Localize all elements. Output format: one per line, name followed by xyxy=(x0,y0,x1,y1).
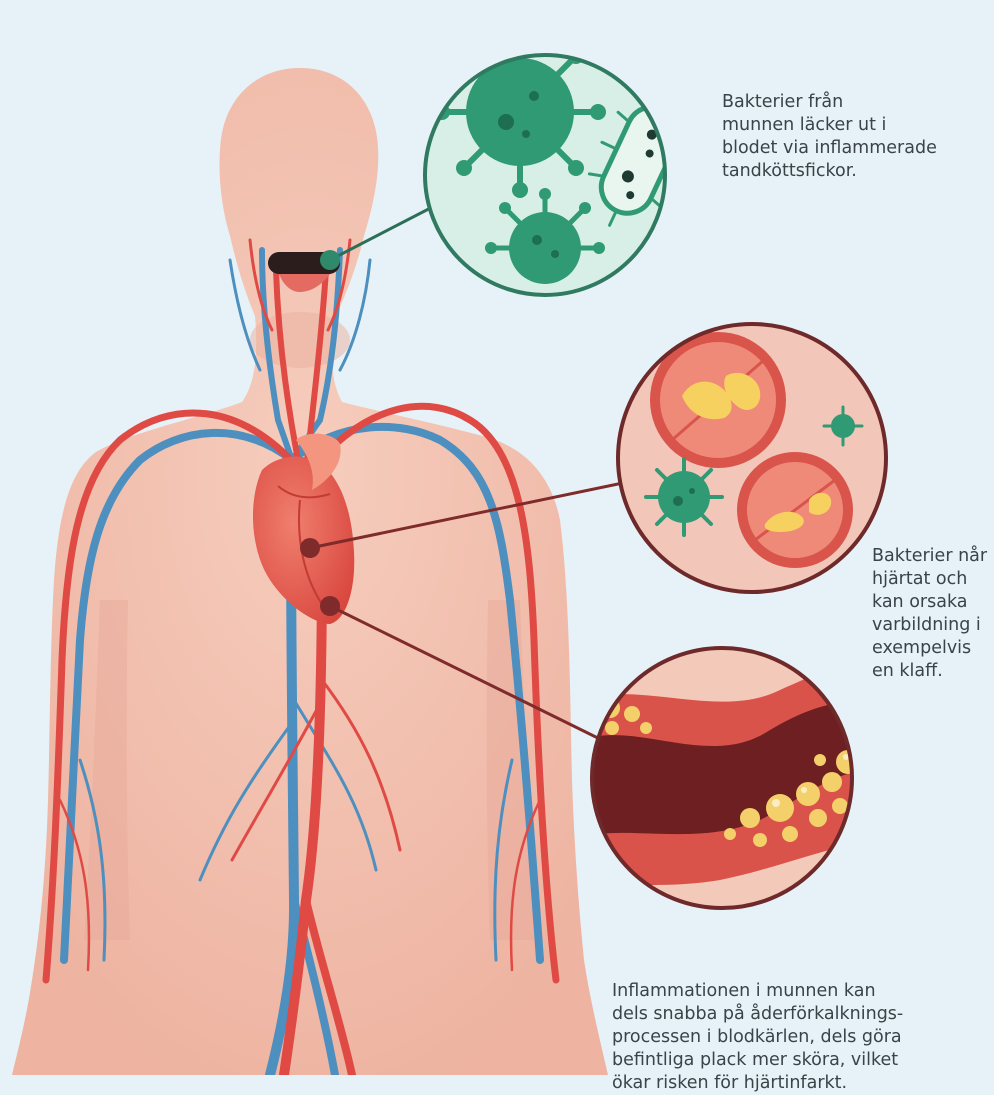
caption-line: befintliga plack mer sköra, vilket xyxy=(612,1049,903,1072)
caption-line: Bakterier når xyxy=(872,545,987,568)
mouth-bacteria-caption: Bakterier från munnen läcker ut i blodet… xyxy=(722,91,937,183)
caption-line: kan orsaka xyxy=(872,591,987,614)
blood-vessel-zoom-circle xyxy=(580,648,870,908)
plaque-inflammation-caption: Inflammationen i munnen kan dels snabba … xyxy=(612,980,903,1095)
caption-line: tandköttsfickor. xyxy=(722,160,937,183)
caption-line: blodet via inflammerade xyxy=(722,137,937,160)
caption-line: en klaff. xyxy=(872,660,987,683)
caption-line: varbildning i xyxy=(872,614,987,637)
bacteria-zoom-circle xyxy=(425,26,702,295)
caption-line: hjärtat och xyxy=(872,568,987,591)
vessel-pointer-dot xyxy=(320,596,340,616)
caption-line: ökar risken för hjärtinfarkt. xyxy=(612,1072,903,1095)
heart-pointer-dot xyxy=(300,538,320,558)
caption-line: exempelvis xyxy=(872,637,987,660)
caption-line: Inflammationen i munnen kan xyxy=(612,980,903,1003)
caption-line: dels snabba på åderförkalknings- xyxy=(612,1003,903,1026)
bacteria-icon xyxy=(646,459,722,535)
caption-line: Bakterier från xyxy=(722,91,937,114)
heart-valve-zoom-circle xyxy=(618,324,886,592)
bacteria-icon xyxy=(434,26,606,198)
caption-line: processen i blodkärlen, dels göra xyxy=(612,1026,903,1049)
valve xyxy=(737,452,853,568)
heart-bacteria-caption: Bakterier når hjärtat och kan orsaka var… xyxy=(872,545,987,683)
caption-line: munnen läcker ut i xyxy=(722,114,937,137)
mouth-pointer-dot xyxy=(320,250,340,270)
